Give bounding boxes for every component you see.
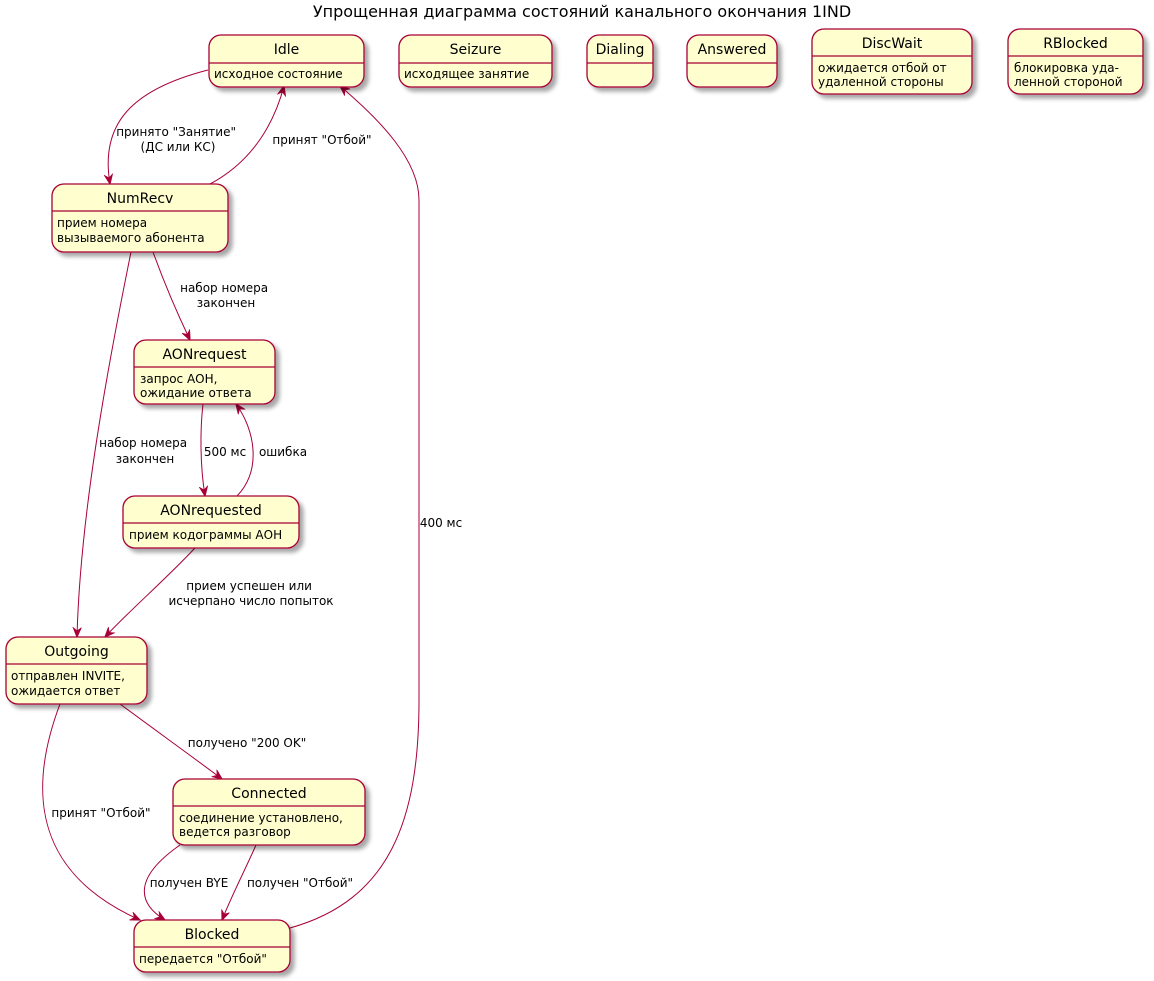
state-outgoing-desc: отправлен INVITE, ожидается ответ bbox=[11, 669, 129, 698]
state-discwait-desc: ожидается отбой от удаленной стороны bbox=[818, 61, 950, 89]
label-numrecv-idle: принят "Отбой" bbox=[272, 133, 371, 147]
state-connected-desc: соединение установлено, ведется разговор bbox=[179, 811, 347, 839]
state-rblocked-name: RBlocked bbox=[1043, 36, 1108, 52]
state-outgoing-name: Outgoing bbox=[44, 644, 108, 660]
label-aonrequested-aonrequest: ошибка bbox=[259, 445, 307, 459]
state-discwait: DiscWait ожидается отбой от удаленной ст… bbox=[811, 28, 973, 95]
state-aonrequest-desc: запрос АОН, ожидание ответа bbox=[140, 372, 252, 400]
state-answered-name: Answered bbox=[698, 42, 767, 58]
label-aonrequested-outgoing: прием успешен или исчерпано число попыто… bbox=[168, 579, 333, 608]
edge-idle-numrecv bbox=[108, 69, 209, 184]
state-rblocked: RBlocked блокировка уда- ленной стороной bbox=[1007, 28, 1144, 95]
state-aonrequest: AONrequest запрос АОН, ожидание ответа bbox=[133, 339, 276, 405]
state-aonrequest-name: AONrequest bbox=[162, 347, 247, 363]
edge-aonrequest-aonrequested bbox=[201, 403, 205, 496]
edge-numrecv-idle bbox=[209, 86, 284, 185]
state-aonrequested-desc: прием кодограммы АОН bbox=[129, 528, 282, 542]
state-seizure-desc: исходящее занятие bbox=[404, 67, 529, 81]
label-numrecv-outgoing: набор номера закончен bbox=[99, 436, 191, 466]
edge-aonrequested-outgoing bbox=[105, 547, 196, 637]
state-idle: Idle исходное состояние bbox=[208, 34, 365, 88]
state-numrecv-name: NumRecv bbox=[107, 191, 174, 207]
label-numrecv-aonrequest: набор номера закончен bbox=[180, 281, 272, 310]
diagram-title: Упрощенная диаграмма состояний канальног… bbox=[313, 2, 851, 21]
edge-connected-blocked-disc bbox=[222, 844, 257, 920]
state-blocked-name: Blocked bbox=[185, 927, 240, 943]
state-dialing: Dialing bbox=[586, 34, 654, 88]
state-numrecv-desc: прием номера вызываемого абонента bbox=[57, 216, 205, 245]
label-connected-blocked-disc: получен "Отбой" bbox=[247, 876, 353, 890]
edge-connected-blocked-bye bbox=[143, 844, 181, 920]
state-seizure: Seizure исходящее занятие bbox=[398, 34, 553, 88]
label-blocked-idle: 400 мс bbox=[420, 516, 462, 530]
edge-outgoing-connected bbox=[119, 703, 222, 779]
state-outgoing: Outgoing отправлен INVITE, ожидается отв… bbox=[5, 636, 148, 705]
state-idle-desc: исходное состояние bbox=[214, 67, 343, 81]
label-connected-blocked-bye: получен BYE bbox=[150, 876, 229, 890]
label-outgoing-blocked: принят "Отбой" bbox=[51, 806, 150, 820]
state-connected-name: Connected bbox=[231, 786, 306, 802]
state-aonrequested: AONrequested прием кодограммы АОН bbox=[122, 495, 300, 549]
state-answered: Answered bbox=[686, 34, 778, 88]
edge-blocked-idle bbox=[289, 86, 420, 929]
state-seizure-name: Seizure bbox=[450, 42, 502, 58]
label-aonrequest-aonrequested: 500 мс bbox=[204, 445, 246, 459]
label-idle-numrecv: принято "Занятие" (ДС или КС) bbox=[116, 125, 240, 154]
state-dialing-name: Dialing bbox=[596, 42, 645, 58]
edge-aonrequested-aonrequest bbox=[236, 404, 254, 497]
state-numrecv: NumRecv прием номера вызываемого абонент… bbox=[51, 183, 229, 253]
state-aonrequested-name: AONrequested bbox=[160, 503, 262, 519]
state-connected: Connected соединение установлено, ведетс… bbox=[172, 778, 366, 846]
transitions bbox=[42, 69, 420, 929]
edge-numrecv-aonrequest bbox=[152, 251, 190, 340]
state-blocked-desc: передается "Отбой" bbox=[139, 952, 267, 966]
edge-outgoing-blocked bbox=[42, 703, 140, 920]
state-idle-name: Idle bbox=[274, 42, 300, 58]
transition-labels: принято "Занятие" (ДС или КС) принят "От… bbox=[51, 125, 462, 890]
edge-numrecv-outgoing bbox=[77, 251, 132, 637]
state-blocked: Blocked передается "Отбой" bbox=[133, 919, 291, 973]
state-rblocked-desc: блокировка уда- ленной стороной bbox=[1014, 61, 1123, 89]
label-outgoing-connected: получено "200 OK" bbox=[188, 736, 307, 750]
state-discwait-name: DiscWait bbox=[862, 36, 923, 52]
